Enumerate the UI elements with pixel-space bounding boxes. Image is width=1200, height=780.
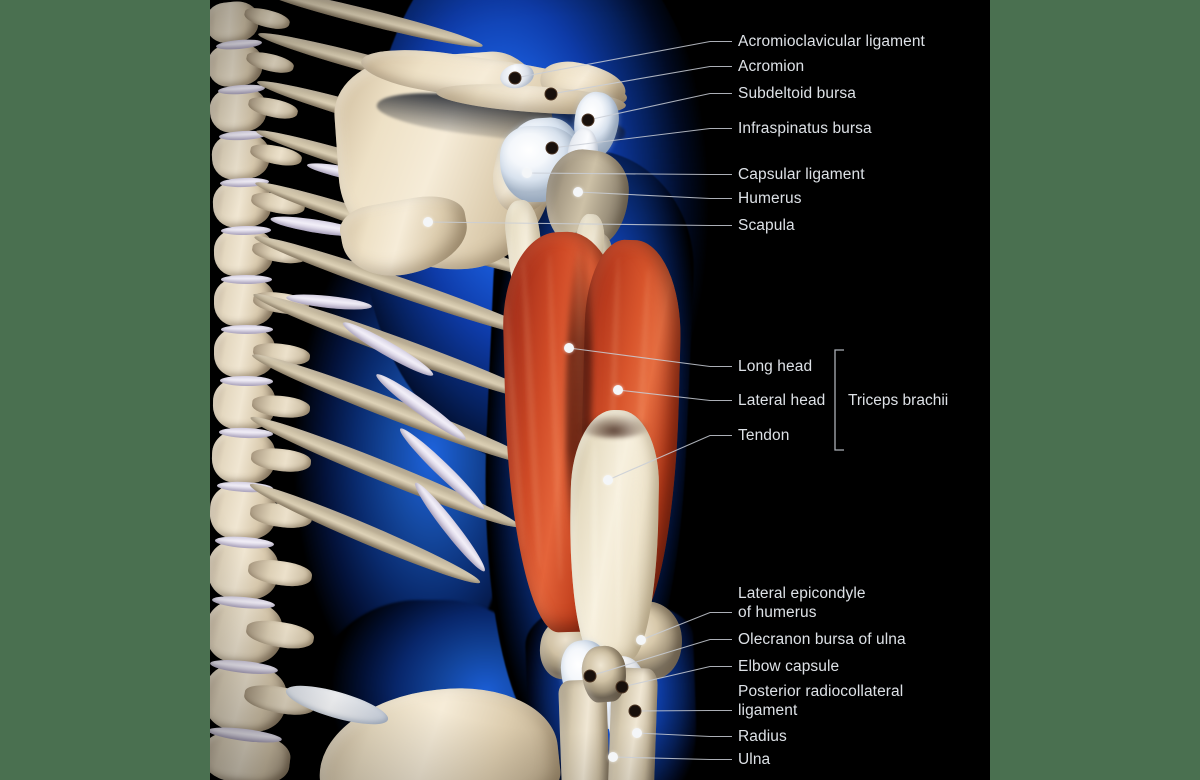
label-acromion: Acromion [738, 58, 805, 75]
marker-dot-scapula [423, 217, 433, 227]
label-capsular-ligament: Capsular ligament [738, 166, 865, 183]
marker-dot-acromioclavicular-ligament [508, 71, 522, 85]
marker-dot-long-head [564, 343, 574, 353]
marker-dot-olecranon-bursa [583, 669, 597, 683]
triceps-distal-tendon [567, 409, 661, 661]
marker-dot-lateral-head [613, 385, 623, 395]
label-elbow-capsule: Elbow capsule [738, 658, 840, 675]
label-lateral-head: Lateral head [738, 392, 826, 409]
label-lateral-epicondyle: Lateral epicondyle of humerus [738, 585, 866, 621]
marker-dot-capsular-ligament [522, 168, 532, 178]
marker-dot-ulna [608, 752, 618, 762]
label-tendon: Tendon [738, 427, 790, 444]
marker-dot-radius [632, 728, 642, 738]
marker-dot-humerus [573, 187, 583, 197]
label-scapula: Scapula [738, 217, 795, 234]
label-olecranon-bursa: Olecranon bursa of ulna [738, 631, 906, 648]
label-radius: Radius [738, 728, 787, 745]
marker-dot-posterior-radiocollateral [628, 704, 642, 718]
label-acromioclavicular-ligament: Acromioclavicular ligament [738, 33, 925, 50]
marker-dot-elbow-capsule [615, 680, 629, 694]
triceps-brachii-group-label: Triceps brachii [848, 392, 949, 409]
label-ulna: Ulna [738, 751, 771, 768]
anatomy-illustration-panel [210, 0, 990, 780]
label-posterior-radiocollateral: Posterior radiocollateral ligament [738, 683, 904, 719]
marker-dot-lateral-epicondyle [636, 635, 646, 645]
label-humerus: Humerus [738, 190, 802, 207]
marker-dot-infraspinatus-bursa [545, 141, 559, 155]
tendon-shadow [572, 404, 656, 438]
marker-dot-tendon [603, 475, 613, 485]
marker-dot-acromion [544, 87, 558, 101]
label-subdeltoid-bursa: Subdeltoid bursa [738, 85, 856, 102]
label-long-head: Long head [738, 358, 813, 375]
label-infraspinatus-bursa: Infraspinatus bursa [738, 120, 872, 137]
marker-dot-subdeltoid-bursa [581, 113, 595, 127]
